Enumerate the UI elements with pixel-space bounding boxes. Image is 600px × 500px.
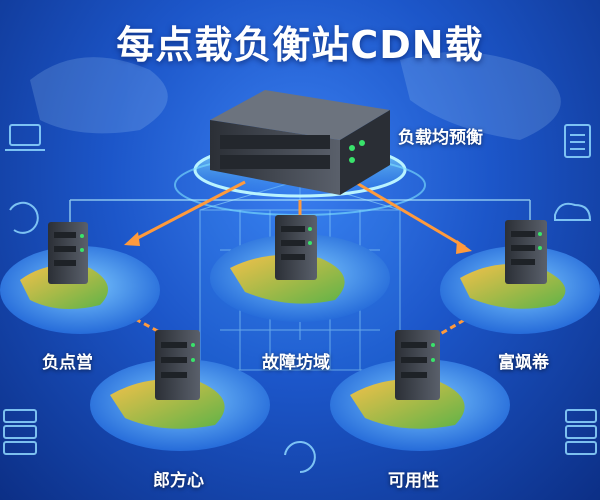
refresh-icon <box>9 201 39 234</box>
server-tower-bottom-left <box>155 330 200 400</box>
server-tower-center <box>275 215 317 280</box>
node-label-center: 故障坊域 <box>262 353 330 373</box>
document-icon <box>564 124 591 158</box>
arrow-heads <box>124 232 472 254</box>
cloud-icon <box>554 202 592 221</box>
node-label-bottom-left: 郎方心 <box>153 471 204 491</box>
node-label-left: 负点営 <box>42 353 93 373</box>
server-tower-left <box>48 222 88 284</box>
page-title: 每点载负衡站CDN载 <box>116 23 484 67</box>
main-label: 负载均预衡 <box>398 128 483 148</box>
laptop-icon <box>5 124 45 151</box>
node-label-bottom-right: 可用性 <box>388 471 439 491</box>
node-label-right: 富飒帣 <box>498 353 549 373</box>
node-disk-bottom-left <box>90 359 270 451</box>
node-disk-right <box>440 246 600 334</box>
server-stack-icon-right <box>565 409 597 455</box>
refresh-icon-bottom <box>284 441 316 473</box>
server-stack-icon <box>3 409 37 455</box>
server-tower-bottom-right <box>395 330 440 400</box>
load-balancer-server <box>210 90 390 195</box>
server-tower-right <box>505 220 547 284</box>
